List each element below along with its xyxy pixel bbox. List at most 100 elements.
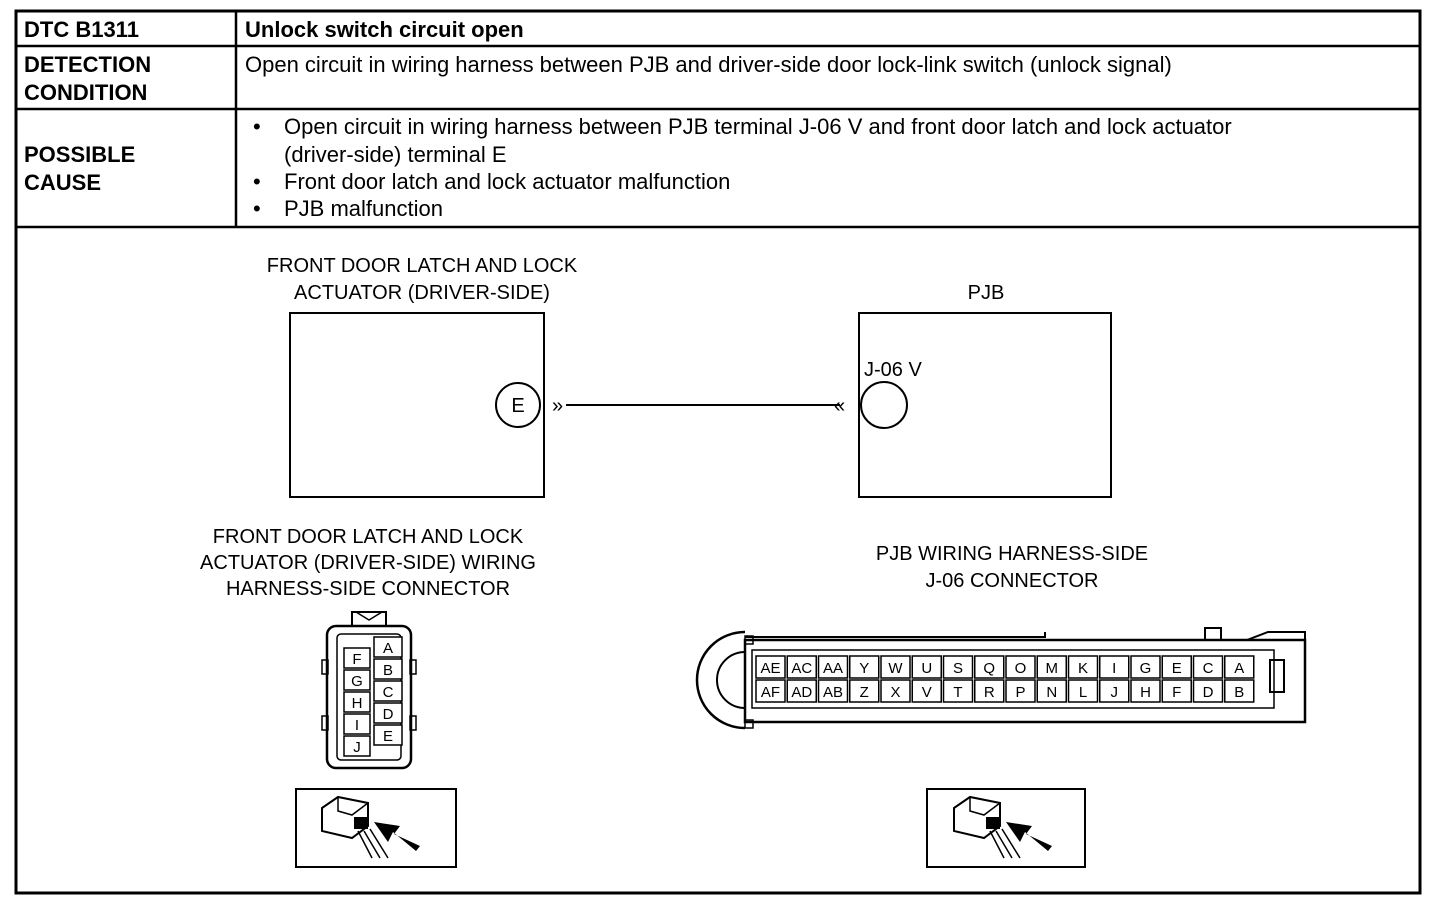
actuator-pin-g-label: G	[351, 673, 363, 690]
actuator-pin-e: E	[373, 724, 403, 746]
pjb-pin-x-label: X	[890, 684, 900, 701]
pjb-pin-r: R	[974, 679, 1005, 703]
dtc-title: Unlock switch circuit open	[245, 17, 524, 42]
connector-arrow-left: «	[834, 395, 845, 417]
actuator-pin-h: H	[343, 691, 371, 713]
pjb-pin-e: E	[1161, 655, 1192, 679]
cause-item-1: Open circuit in wiring harness between P…	[284, 114, 1232, 139]
pjb-pin-z: Z	[849, 679, 880, 703]
actuator-box	[289, 312, 545, 498]
possible-cause-label: POSSIBLE	[24, 142, 135, 167]
pjb-pin-w-label: W	[888, 660, 903, 677]
pjb-pin-ae-label: AE	[760, 660, 780, 677]
pjb-connector-title-2: J-06 CONNECTOR	[926, 570, 1099, 592]
actuator-terminal-e	[495, 382, 541, 428]
pjb-pin-af-label: AF	[761, 684, 780, 701]
pjb-pin-n: N	[1036, 679, 1067, 703]
pjb-pin-y-label: Y	[859, 660, 869, 677]
pjb-connector-title: PJB WIRING HARNESS-SIDE	[876, 543, 1148, 565]
actuator-pin-g: G	[343, 669, 371, 691]
pjb-pin-u-label: U	[921, 660, 932, 677]
actuator-pin-b: B	[373, 658, 403, 680]
pjb-pin-k: K	[1067, 655, 1099, 679]
actuator-title-2: ACTUATOR (DRIVER-SIDE)	[294, 282, 550, 304]
pjb-pin-aa: AA	[817, 655, 849, 679]
pjb-pin-o: O	[1005, 655, 1036, 679]
actuator-pin-f-label: F	[352, 651, 361, 668]
pjb-pin-d: D	[1192, 679, 1224, 703]
actuator-connector-title-3: HARNESS-SIDE CONNECTOR	[226, 578, 510, 600]
actuator-connector-title: FRONT DOOR LATCH AND LOCK	[213, 526, 524, 548]
pjb-pin-af: AF	[755, 679, 786, 703]
actuator-title: FRONT DOOR LATCH AND LOCK	[267, 255, 578, 277]
pjb-terminal-j06v	[860, 381, 908, 429]
actuator-pin-c-label: C	[383, 684, 394, 701]
pjb-pin-d-label: D	[1203, 684, 1214, 701]
pjb-connector-face	[695, 627, 1307, 730]
pjb-pin-v-label: V	[922, 684, 932, 701]
actuator-pin-b-label: B	[383, 662, 393, 679]
actuator-pin-i: I	[343, 713, 371, 735]
actuator-pin-d-label: D	[383, 706, 394, 723]
actuator-pin-c: C	[373, 680, 403, 702]
actuator-pin-f: F	[343, 647, 371, 669]
actuator-connector-title-2: ACTUATOR (DRIVER-SIDE) WIRING	[200, 552, 536, 574]
pjb-pin-ab: AB	[817, 679, 849, 703]
pjb-box	[858, 312, 1112, 498]
actuator-pin-i-label: I	[355, 717, 359, 734]
pjb-connector-view-icon	[926, 788, 1086, 868]
pjb-pin-s-label: S	[953, 660, 963, 677]
pjb-pin-o-label: O	[1015, 660, 1027, 677]
actuator-pin-d: D	[373, 702, 403, 724]
pjb-pin-a-label: A	[1234, 660, 1244, 677]
pjb-pin-h-label: H	[1140, 684, 1151, 701]
pjb-pin-e-label: E	[1172, 660, 1182, 677]
pjb-pin-c-label: C	[1203, 660, 1214, 677]
pjb-pin-q-label: Q	[983, 660, 995, 677]
actuator-pin-h-label: H	[352, 695, 363, 712]
cause-bullet-3: •	[253, 196, 261, 221]
pjb-pin-b: B	[1224, 679, 1255, 703]
actuator-pin-e-label: E	[383, 728, 393, 745]
pjb-pin-n-label: N	[1046, 684, 1057, 701]
actuator-pin-j: J	[343, 735, 371, 757]
pjb-pin-p-label: P	[1015, 684, 1025, 701]
pjb-pin-ad: AD	[786, 679, 817, 703]
cause-item-3: PJB malfunction	[284, 196, 443, 221]
pjb-pin-s: S	[942, 655, 974, 679]
pjb-pin-c: C	[1192, 655, 1224, 679]
pjb-pin-f-label: F	[1172, 684, 1181, 701]
pjb-pin-ad-label: AD	[791, 684, 812, 701]
actuator-connector-view-icon	[295, 788, 457, 868]
pjb-pin-f: F	[1161, 679, 1192, 703]
pjb-pin-p: P	[1005, 679, 1036, 703]
pjb-pin-aa-label: AA	[823, 660, 843, 677]
pjb-pin-w: W	[880, 655, 911, 679]
pjb-title: PJB	[968, 282, 1005, 304]
pjb-pin-i-label: I	[1112, 660, 1116, 677]
detection-condition-label-2: CONDITION	[24, 80, 147, 105]
actuator-pin-a-label: A	[383, 640, 393, 657]
pjb-pin-ac: AC	[786, 655, 817, 679]
pjb-pin-ae: AE	[755, 655, 786, 679]
detection-condition-text: Open circuit in wiring harness between P…	[245, 52, 1172, 77]
pjb-pin-x: X	[880, 679, 911, 703]
possible-cause-label-2: CAUSE	[24, 170, 101, 195]
pjb-pin-j-label: J	[1111, 684, 1119, 701]
pjb-pin-a: A	[1224, 655, 1255, 679]
actuator-pin-j-label: J	[353, 739, 361, 756]
pjb-pin-g: G	[1130, 655, 1161, 679]
dtc-code-label: DTC B1311	[24, 17, 139, 42]
pjb-pin-j: J	[1099, 679, 1130, 703]
pjb-pin-y: Y	[849, 655, 880, 679]
dtc-info-table	[14, 9, 1422, 895]
pjb-terminal-label: J-06 V	[864, 359, 922, 381]
pjb-pin-k-label: K	[1078, 660, 1088, 677]
pjb-pin-l-label: L	[1079, 684, 1087, 701]
pjb-pin-g-label: G	[1140, 660, 1152, 677]
pjb-pin-r-label: R	[984, 684, 995, 701]
pjb-pin-q: Q	[974, 655, 1005, 679]
